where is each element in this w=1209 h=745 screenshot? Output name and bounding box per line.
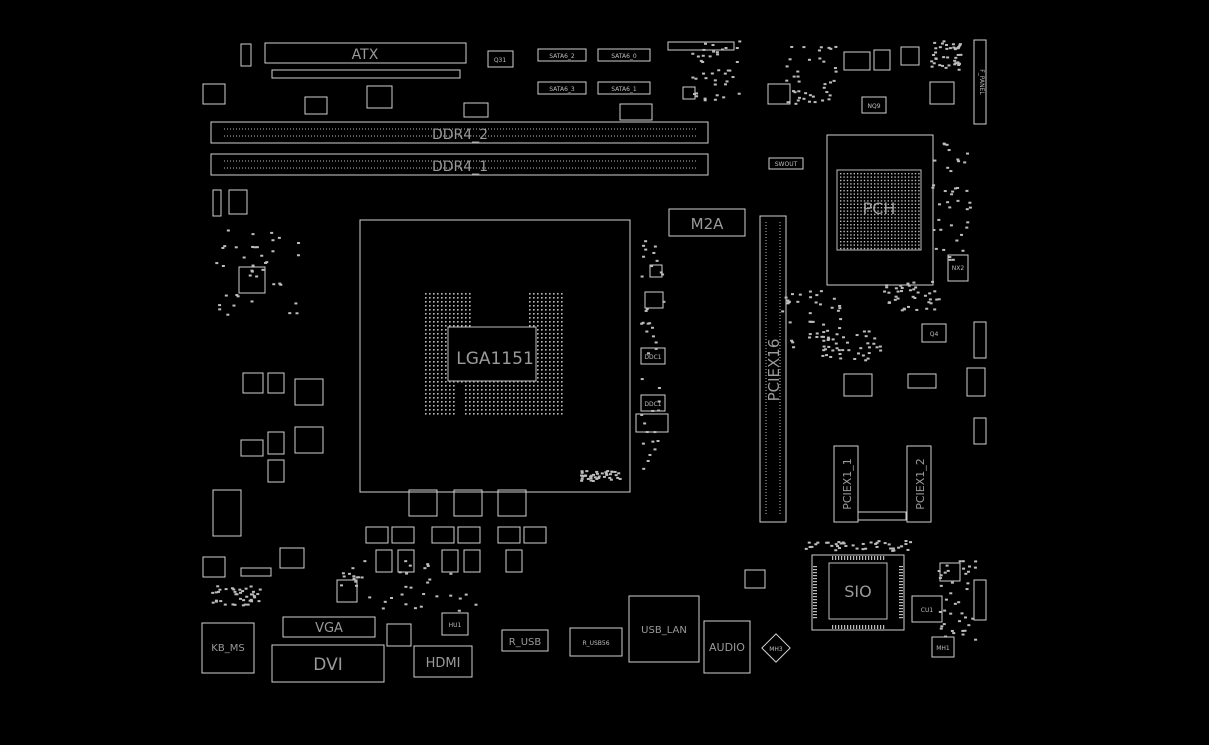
hu1-chip: HU1 bbox=[441, 612, 469, 636]
power-stage-row bbox=[365, 526, 547, 573]
nq9-component bbox=[861, 96, 887, 114]
mh1-mount bbox=[931, 636, 955, 658]
cpu-socket-label: LGA1151 bbox=[456, 349, 534, 369]
hdmi-label: HDMI bbox=[426, 656, 461, 671]
ddr4-2-label: DDR4_2 bbox=[432, 127, 488, 143]
sata-connector-2[interactable]: SATA6_2 bbox=[537, 48, 587, 62]
m2a-slot[interactable]: M2A bbox=[668, 208, 746, 237]
pciex16-label: PCIEX16 bbox=[765, 339, 783, 402]
audio-label: AUDIO bbox=[709, 641, 745, 654]
m2a-label: M2A bbox=[691, 215, 724, 233]
swout-component bbox=[768, 157, 804, 170]
r-usb-label: R_USB bbox=[509, 637, 542, 648]
q31-component[interactable] bbox=[487, 50, 514, 68]
mh3-mount: MH3 bbox=[761, 633, 791, 663]
mh6-mount bbox=[767, 83, 791, 105]
f-panel-header[interactable]: F_PANEL bbox=[973, 39, 987, 125]
sata-connector-0[interactable]: SATA6_0 bbox=[597, 48, 651, 62]
ddr4-slot-2[interactable]: DDR4_2 bbox=[210, 121, 709, 144]
swout-label: SWOUT bbox=[775, 161, 798, 168]
r-usb56-header[interactable]: R_USB56 bbox=[569, 627, 623, 657]
pciex1-slot-2[interactable]: PCIEX1_2 bbox=[906, 445, 932, 523]
pciex1-slot-1[interactable]: PCIEX1_1 bbox=[833, 445, 859, 523]
ddc1-chip bbox=[640, 347, 666, 365]
kb-ms-label: KB_MS bbox=[211, 643, 244, 654]
usb-lan-port[interactable]: USB_LAN bbox=[628, 595, 700, 663]
hu1-label: HU1 bbox=[449, 622, 462, 629]
f-panel-label: F_PANEL bbox=[978, 69, 985, 95]
usb-lan-label: USB_LAN bbox=[641, 625, 687, 636]
mh4-mount bbox=[202, 83, 226, 105]
ddr4-slot-1[interactable]: DDR4_1 bbox=[210, 153, 709, 176]
r-usb56-label: R_USB56 bbox=[582, 640, 609, 647]
nq9-label: NQ9 bbox=[867, 103, 880, 110]
vga-label: VGA bbox=[315, 621, 343, 636]
ddc1-label: DDC1 bbox=[644, 354, 661, 361]
q4-label: Q4 bbox=[930, 331, 939, 338]
ddc2-label: DDC1 bbox=[644, 401, 661, 408]
nx2-component bbox=[947, 254, 969, 282]
dvi-port[interactable]: DVI bbox=[271, 644, 385, 683]
cu1-label: CU1 bbox=[921, 607, 934, 614]
q4-component[interactable] bbox=[921, 323, 947, 343]
vga-port[interactable]: VGA bbox=[282, 616, 376, 638]
pciex1-1-label: PCIEX1_1 bbox=[841, 458, 854, 510]
ddr4-1-label: DDR4_1 bbox=[432, 159, 488, 175]
audio-jack[interactable]: AUDIO bbox=[703, 620, 751, 674]
sata-connector-3[interactable]: SATA6_3 bbox=[537, 81, 587, 95]
r-usb-header[interactable]: R_USB bbox=[501, 629, 549, 652]
pch-chip[interactable]: PCH bbox=[826, 134, 934, 286]
pad-details bbox=[211, 40, 978, 641]
pciex1-2-label: PCIEX1_2 bbox=[914, 458, 927, 510]
hdmi-port[interactable]: HDMI bbox=[413, 645, 473, 678]
nx2-label: NX2 bbox=[952, 265, 965, 272]
sata0-label: SATA6_0 bbox=[611, 53, 637, 60]
sata-connector-1[interactable]: SATA6_1 bbox=[597, 81, 651, 95]
sata1-label: SATA6_1 bbox=[611, 86, 637, 93]
dvi-label: DVI bbox=[313, 655, 342, 675]
kb-ms-port[interactable]: KB_MS bbox=[201, 622, 255, 674]
atx-label: ATX bbox=[352, 47, 379, 63]
mh3-label: MH3 bbox=[769, 646, 783, 653]
atx-connector[interactable]: ATX bbox=[264, 42, 467, 64]
sio-label: SIO bbox=[844, 582, 871, 601]
cu1-chip: CU1 bbox=[911, 595, 943, 623]
sata3-label: SATA6_3 bbox=[549, 86, 575, 93]
sata2-label: SATA6_2 bbox=[549, 53, 575, 60]
sio-chip[interactable]: SIO bbox=[811, 554, 905, 631]
mh5-mount bbox=[202, 556, 226, 578]
cpu-socket[interactable]: LGA1151 bbox=[359, 219, 631, 493]
mh1-label: MH1 bbox=[936, 645, 950, 652]
q31-label: Q31 bbox=[494, 57, 507, 64]
pciex16-slot[interactable]: PCIEX16 bbox=[759, 215, 787, 523]
